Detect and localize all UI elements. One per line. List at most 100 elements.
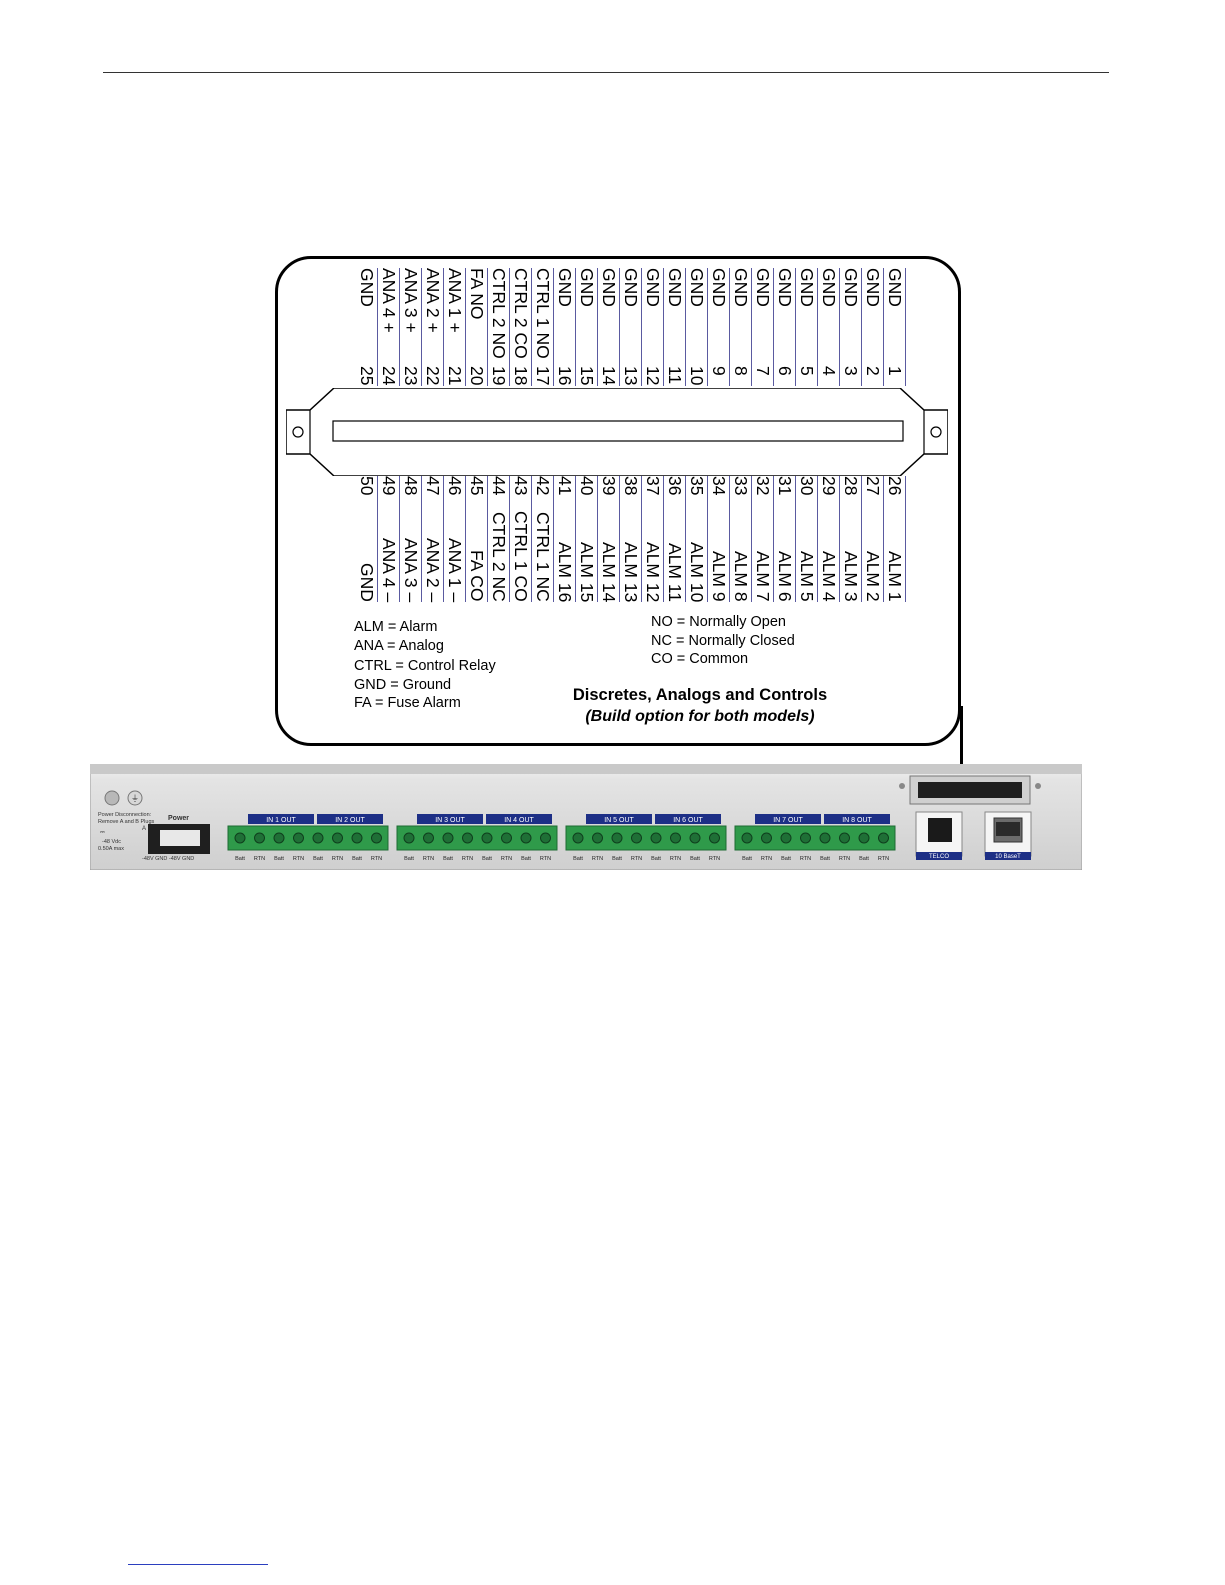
terminal-screw-icon xyxy=(611,832,623,844)
top-pin-label: GND xyxy=(643,268,663,307)
terminal-screw-icon xyxy=(332,832,343,844)
top-pin-number: 2 xyxy=(863,366,883,376)
bottom-pin-label: ALM 11 xyxy=(665,542,685,602)
legend-item: ALM = Alarm xyxy=(354,619,438,635)
bottom-pin-label: ALM 7 xyxy=(753,551,773,602)
top-pin-number: 10 xyxy=(687,366,707,386)
port-label-bar xyxy=(486,814,552,824)
terminal-screw-icon xyxy=(423,832,434,844)
bottom-pin-label: ANA 4 – xyxy=(379,537,399,602)
bottom-pin-number: 34 xyxy=(709,476,729,496)
bottom-pin-number: 28 xyxy=(841,476,861,496)
terminal-screw-icon xyxy=(442,832,454,844)
bottom-pin-label: ALM 3 xyxy=(841,551,861,602)
top-pin-number: 11 xyxy=(665,366,685,385)
terminal-label: Batt xyxy=(651,856,661,862)
terminal-label: Batt xyxy=(859,856,869,862)
footer-rule xyxy=(128,1564,268,1565)
bottom-pin-label: ALM 16 xyxy=(555,541,575,602)
port-label-bar xyxy=(655,814,721,824)
rating-line-1: -48 Vdc xyxy=(102,839,121,845)
bottom-pin-number: 29 xyxy=(819,476,839,496)
bottom-pin-label: ALM 12 xyxy=(643,541,663,602)
terminal-label: Batt xyxy=(482,856,492,862)
port-label-bar xyxy=(417,814,483,824)
terminal-screw-icon xyxy=(540,832,551,844)
bottom-pin-number: 30 xyxy=(797,476,817,496)
top-pin-label: CTRL 2 NO xyxy=(489,268,509,359)
bottom-pin-label: ALM 2 xyxy=(863,551,883,602)
top-pin-label: ANA 2 + xyxy=(423,268,443,333)
ethernet-label-bg xyxy=(985,852,1031,860)
terminal-label: Batt xyxy=(690,856,700,862)
bottom-pin-number: 49 xyxy=(379,476,399,496)
top-pin-number: 14 xyxy=(599,366,619,386)
chassis-top-lip xyxy=(90,764,1082,774)
top-pin-number: 4 xyxy=(819,366,839,376)
legend-item: CO = Common xyxy=(651,651,749,667)
bottom-pin-label: ALM 14 xyxy=(599,541,619,602)
rating-line-2: 0.50A max xyxy=(98,846,124,852)
port-label: IN 2 OUT xyxy=(335,817,365,824)
terminal-label: RTN xyxy=(592,856,603,862)
mounting-hole-left xyxy=(292,426,304,438)
terminal-screw-icon xyxy=(351,832,363,844)
mounting-hole-right xyxy=(930,426,942,438)
terminal-label: Batt xyxy=(404,856,414,862)
top-pin-22: ANA 2 +22 xyxy=(422,268,444,388)
terminal-screw-icon xyxy=(741,832,753,844)
terminal-screw-icon xyxy=(312,832,324,844)
top-pin-number: 6 xyxy=(775,366,795,376)
top-pin-label: GND xyxy=(599,268,619,307)
terminal-screw-icon xyxy=(572,832,584,844)
amphenol-port xyxy=(918,782,1022,798)
terminal-label: Batt xyxy=(313,856,323,862)
legend-item: FA = Fuse Alarm xyxy=(354,695,461,711)
port-label-bar xyxy=(248,814,314,824)
rear-panel-device: ⏚ Power Disconnection: Remove A and B Pl… xyxy=(89,763,1083,871)
bottom-pin-label: GND xyxy=(357,563,377,602)
top-pin-number: 12 xyxy=(643,366,663,386)
terminal-block xyxy=(396,825,558,851)
port-label-bar xyxy=(755,814,821,824)
svg-text:⎓: ⎓ xyxy=(100,830,105,836)
terminal-screw-icon xyxy=(592,832,603,844)
bottom-pin-label: ANA 2 – xyxy=(423,537,443,602)
port-label: IN 5 OUT xyxy=(604,817,634,824)
port-label-bar xyxy=(586,814,652,824)
power-plug-face xyxy=(160,830,200,846)
top-pin-number: 17 xyxy=(533,366,553,386)
terminal-label: Batt xyxy=(820,856,830,862)
top-pin-number: 3 xyxy=(841,366,861,376)
bottom-pin-label: ANA 3 – xyxy=(401,537,421,602)
terminal-screw-icon xyxy=(761,832,772,844)
bottom-pin-label: FA CO xyxy=(467,550,487,602)
power-disconnect-text-1: Power Disconnection: xyxy=(98,812,152,818)
terminal-screw-icon xyxy=(293,832,304,844)
top-pin-label: CTRL 2 CO xyxy=(511,268,531,359)
top-pin-label: GND xyxy=(819,268,839,307)
bottom-pin-label: ALM 13 xyxy=(621,541,641,602)
connector-slot xyxy=(332,420,904,442)
legend-item: CTRL = Control Relay xyxy=(354,658,496,674)
top-pin-label: ANA 1 + xyxy=(445,268,465,333)
bottom-pin-number: 37 xyxy=(643,476,663,496)
top-pin-label: GND xyxy=(753,268,773,307)
terminal-label: RTN xyxy=(254,856,265,862)
terminal-label: Batt xyxy=(521,856,531,862)
top-pin-number: 18 xyxy=(511,366,531,386)
